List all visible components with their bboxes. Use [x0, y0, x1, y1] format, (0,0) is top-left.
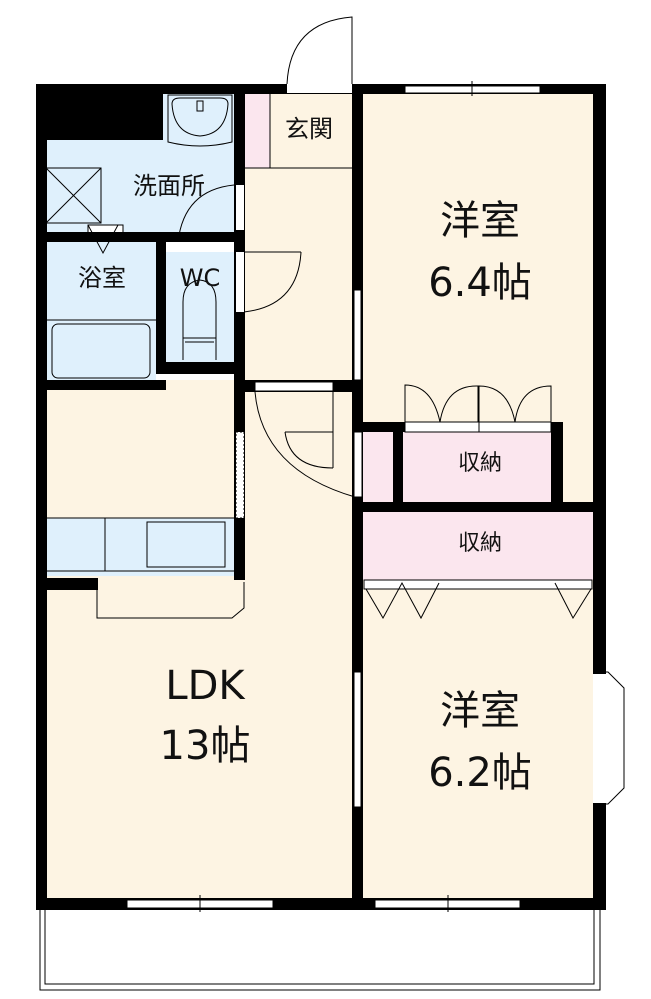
entrance-opening	[287, 84, 352, 93]
floors	[46, 93, 593, 900]
floor-storage-2	[363, 512, 593, 580]
bay-window-opening	[594, 674, 605, 803]
floor-storage-1	[403, 432, 551, 502]
toilet-icon	[182, 279, 217, 360]
label-washroom: 洗面所	[133, 172, 205, 200]
entrance-door-swing	[286, 16, 353, 85]
door-opening-washroom	[236, 185, 244, 230]
bay-window	[600, 671, 625, 805]
floor-genkan-storage	[245, 93, 270, 168]
label-wc: WC	[179, 264, 221, 292]
floor-storage-side	[363, 432, 393, 502]
label-genkan: 玄関	[285, 115, 333, 143]
floor-western-room-2	[363, 580, 593, 900]
floor-bathroom	[46, 232, 156, 382]
floor-ldk	[46, 380, 356, 900]
fixtures	[39, 16, 625, 991]
label-ldk: LDK	[165, 663, 245, 709]
size-ldk: 13帖	[159, 723, 251, 769]
washbasin-icon	[167, 94, 233, 147]
balcony	[39, 908, 601, 991]
kitchen-sink-icon	[146, 521, 226, 568]
label-western-room-2: 洋室	[440, 688, 520, 734]
door-opening-wc	[236, 252, 244, 312]
window-ldk-room2	[353, 671, 362, 808]
bathtub-icon	[51, 323, 151, 379]
label-western-room-1: 洋室	[440, 198, 520, 244]
window-hall	[353, 289, 362, 381]
storage-1-doors	[404, 421, 552, 433]
door-opening-ldk	[254, 381, 334, 392]
windows	[126, 81, 605, 912]
floor-wc	[166, 252, 234, 362]
label-bathroom: 浴室	[78, 264, 126, 292]
label-storage-2: 収納	[457, 531, 502, 556]
pass-through	[235, 431, 245, 519]
size-western-room-1: 6.4帖	[428, 260, 532, 306]
kitchen-counter	[46, 518, 236, 576]
door-opening-storage	[353, 431, 363, 498]
size-western-room-2: 6.2帖	[428, 750, 532, 796]
label-storage-1: 収納	[457, 451, 502, 476]
